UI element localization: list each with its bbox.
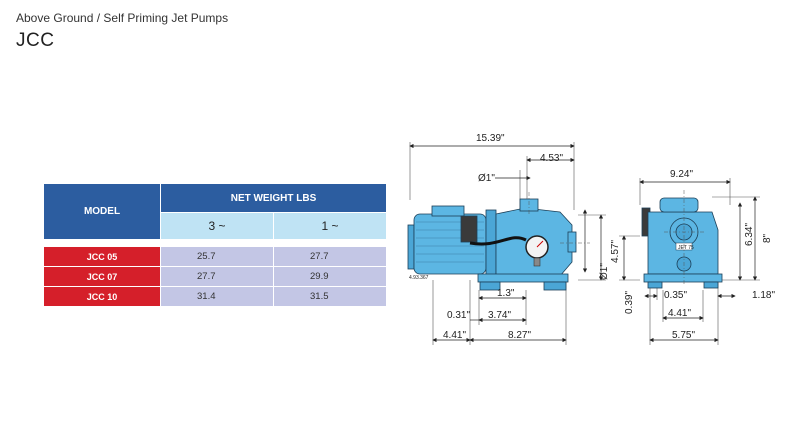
net-weight-header: NET WEIGHT LBS bbox=[161, 184, 386, 212]
model-column-header: MODEL bbox=[44, 184, 160, 239]
page-title: JCC bbox=[16, 30, 55, 51]
side-view-drawing: 15.39" 4.53" Ø1" Ø1" 4.57" 1.3" 0.31" 3.… bbox=[407, 133, 621, 345]
base-height-label: 0.39" bbox=[624, 291, 635, 314]
single-phase-weight-cell: 31.5 bbox=[274, 287, 386, 306]
table-row: JCC 05 25.7 27.7 bbox=[44, 247, 386, 266]
front-view-drawing: JET 75 9.24" 6.34" 8" 0.39" 0.35" 1.18" … bbox=[619, 169, 775, 345]
base-width-label: 5.75" bbox=[672, 330, 695, 341]
page-subtitle: Above Ground / Self Priming Jet Pumps bbox=[16, 11, 229, 25]
base-length-label: 8.27" bbox=[508, 330, 531, 341]
model-cell: JCC 10 bbox=[44, 287, 160, 306]
foot-thickness-label: 1.18" bbox=[752, 290, 775, 301]
single-phase-weight-cell: 27.7 bbox=[274, 247, 386, 266]
outlet-height-label: 4.57" bbox=[610, 240, 621, 263]
rear-offset-label: 4.41" bbox=[443, 330, 466, 341]
model-cell: JCC 05 bbox=[44, 247, 160, 266]
pressure-gauge-icon bbox=[525, 235, 549, 267]
overall-height-label: 8" bbox=[762, 233, 773, 243]
foot-offset-label: 0.31" bbox=[447, 310, 470, 321]
inlet-diameter-label: Ø1" bbox=[599, 263, 610, 280]
hole-diameter-label: 0.35" bbox=[664, 290, 687, 301]
foot-width-label: 1.3" bbox=[497, 288, 515, 299]
overall-length-label: 15.39" bbox=[476, 133, 505, 144]
three-phase-header: 3 ~ bbox=[161, 213, 273, 239]
bolt-spacing-label: 4.41" bbox=[668, 308, 691, 319]
outlet-offset-label: 4.53" bbox=[540, 153, 563, 164]
overall-width-label: 9.24" bbox=[670, 169, 693, 180]
three-phase-weight-cell: 31.4 bbox=[161, 287, 273, 306]
code-label: 4.93.367 bbox=[409, 275, 429, 281]
table-row: JCC 07 27.7 29.9 bbox=[44, 267, 386, 286]
model-cell: JCC 07 bbox=[44, 267, 160, 286]
three-phase-weight-cell: 25.7 bbox=[161, 247, 273, 266]
outlet-diameter-label: Ø1" bbox=[478, 173, 495, 184]
inlet-height-label: 6.34" bbox=[744, 223, 755, 246]
foot-spacing-label: 3.74" bbox=[488, 310, 511, 321]
single-phase-header: 1 ~ bbox=[274, 213, 386, 239]
jet-badge: JET 75 bbox=[678, 245, 694, 251]
three-phase-weight-cell: 27.7 bbox=[161, 267, 273, 286]
table-row: JCC 10 31.4 31.5 bbox=[44, 287, 386, 306]
single-phase-weight-cell: 29.9 bbox=[274, 267, 386, 286]
